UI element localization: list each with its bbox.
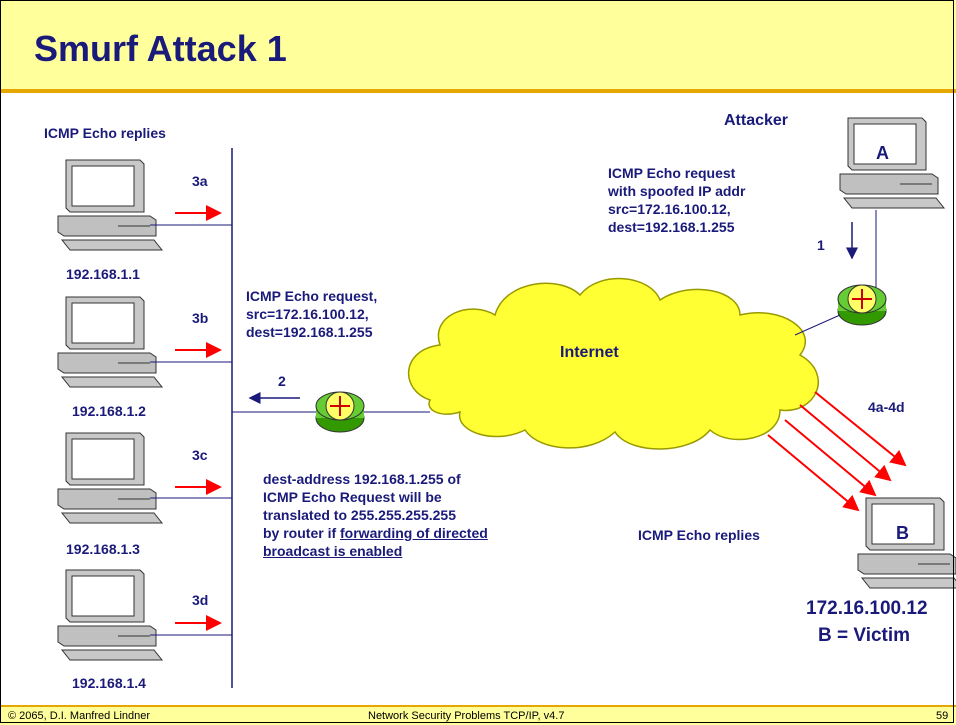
reply-arrow-4a xyxy=(814,391,907,467)
victim-name: B = Victim xyxy=(818,625,911,646)
internet-label: Internet xyxy=(560,344,619,361)
broadcast-note-text: dest-address 192.168.1.255 of ICMP Echo … xyxy=(263,471,461,541)
step-label-3d: 3d xyxy=(192,592,209,608)
reply-arrow-4b xyxy=(799,404,892,482)
host-ip-4: 192.168.1.4 xyxy=(72,675,146,691)
step-label-4: 4a-4d xyxy=(868,399,905,415)
attacker-letter: A xyxy=(876,143,889,163)
echo-replies-label-left: ICMP Echo replies xyxy=(44,125,166,141)
victim-ip: 172.16.100.12 xyxy=(806,598,928,619)
echo-request-lan-label: ICMP Echo request, src=172.16.100.12, de… xyxy=(246,288,378,340)
title-bar: Smurf Attack 1 xyxy=(0,0,956,93)
echo-replies-label-right: ICMP Echo replies xyxy=(638,527,760,543)
step-label-3b: 3b xyxy=(192,310,209,326)
host-ip-3: 192.168.1.3 xyxy=(66,541,140,557)
step-label-1: 1 xyxy=(817,237,825,253)
slide-title: Smurf Attack 1 xyxy=(34,28,287,69)
reply-arrow-4d xyxy=(767,434,860,512)
broadcast-note: dest-address 192.168.1.255 of ICMP Echo … xyxy=(263,470,488,560)
footer-course-title: Network Security Problems TCP/IP, v4.7 xyxy=(368,710,565,722)
step-label-3a: 3a xyxy=(192,173,208,189)
page-number: 59 xyxy=(936,710,949,722)
spoofed-request-label: ICMP Echo request with spoofed IP addr s… xyxy=(608,165,746,235)
footer-copyright: © 2065, D.I. Manfred Lindner xyxy=(8,710,151,722)
step-label-2: 2 xyxy=(278,373,286,389)
step-label-3c: 3c xyxy=(192,447,208,463)
footer: © 2065, D.I. Manfred Lindner Network Sec… xyxy=(0,705,956,725)
internet-cloud xyxy=(407,277,820,450)
reply-arrow-4c xyxy=(784,419,877,497)
host-ip-1: 192.168.1.1 xyxy=(66,266,140,282)
host-ip-2: 192.168.1.2 xyxy=(72,403,146,419)
broadcast-note-underlined: forwarding of directed broadcast is enab… xyxy=(263,525,488,559)
attacker-label: Attacker xyxy=(724,112,789,129)
victim-letter: B xyxy=(896,523,909,543)
